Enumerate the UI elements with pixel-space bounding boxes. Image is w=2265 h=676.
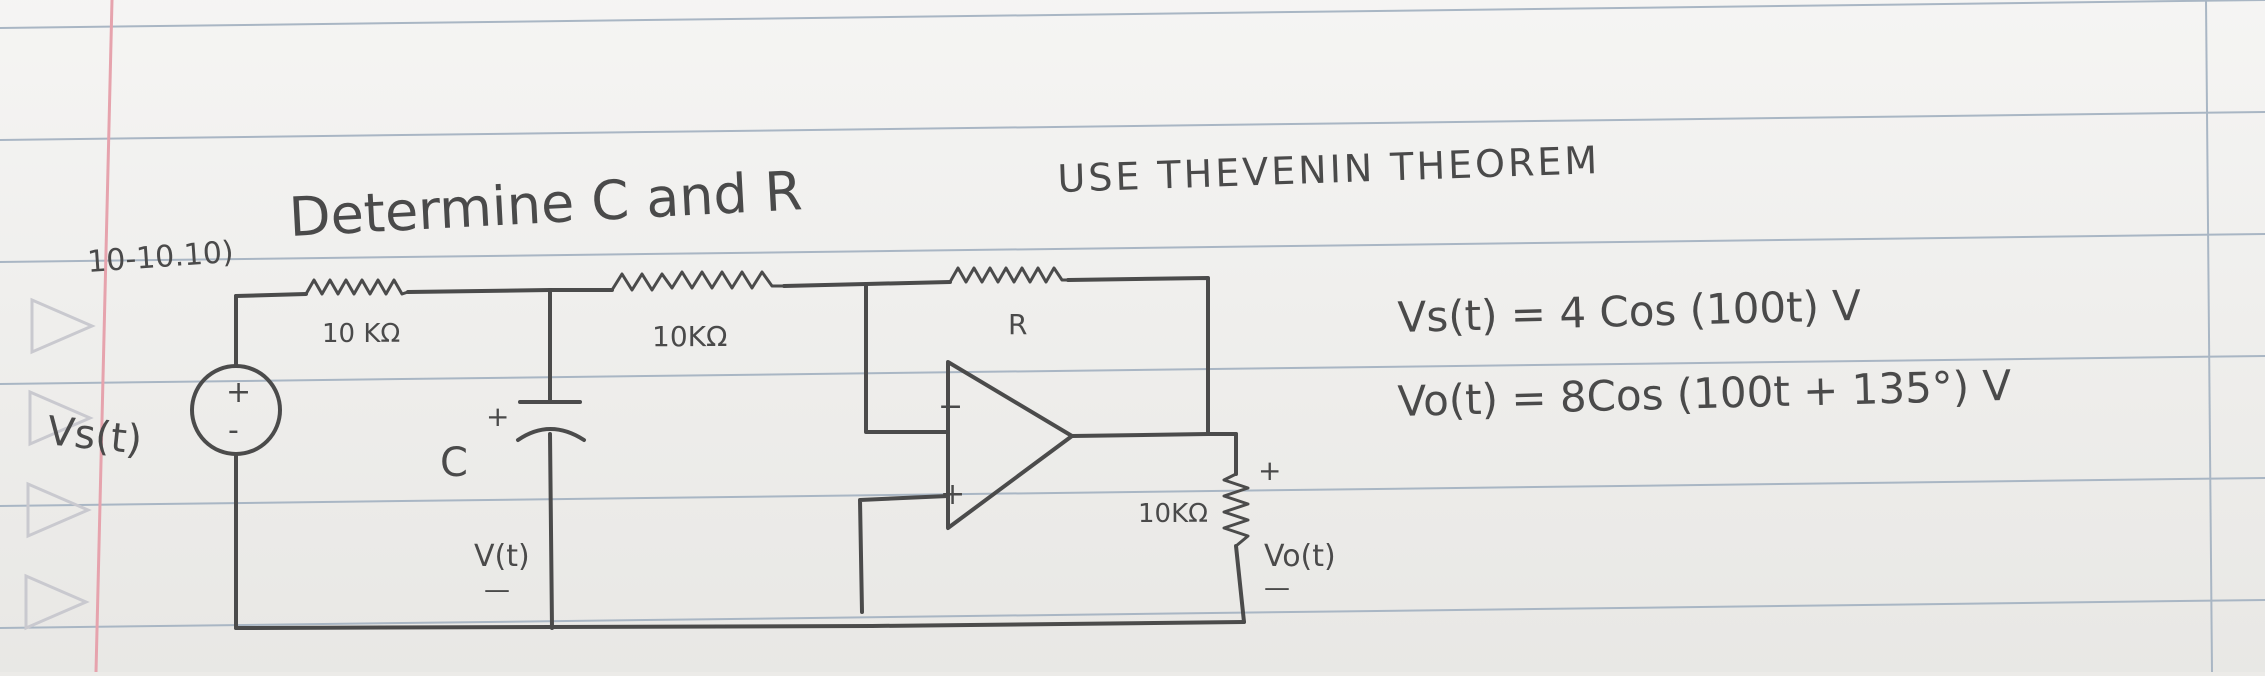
source-minus: - (228, 413, 239, 448)
output-plus: + (1258, 454, 1281, 487)
capacitor-voltage-minus: — (484, 575, 510, 605)
capacitor-voltage-label: V(t) (474, 539, 530, 574)
tab-arrow-icon (30, 297, 96, 355)
capacitor-plus: + (486, 400, 509, 433)
tab-arrow-icon (24, 573, 90, 631)
resistor-r2-icon (610, 270, 786, 292)
resistor-r1-icon (304, 278, 410, 296)
resistor-r2-label: 10KΩ (652, 320, 727, 353)
problem-number: 10-10.10) (86, 235, 235, 280)
capacitor-label: C (440, 440, 468, 486)
source-label: Vs(t) (45, 408, 144, 464)
output-voltage-label: Vo(t) (1264, 539, 1336, 574)
problem-method: USE THEVENIN THEOREM (1057, 138, 1601, 201)
binder-tab-icons (24, 297, 96, 631)
output-minus: — (1264, 573, 1290, 603)
resistor-load-label: 10KΩ (1138, 499, 1208, 529)
source-plus: + (226, 375, 251, 410)
tab-arrow-icon (28, 389, 94, 447)
voltage-source-icon (190, 364, 282, 456)
opamp-icon (946, 360, 1074, 530)
resistor-rf-icon (948, 266, 1070, 284)
opamp-plus-terminal: + (940, 477, 965, 512)
circuit-wires (234, 276, 1246, 630)
resistor-load-icon (1222, 472, 1250, 548)
margin-line (94, 0, 114, 673)
problem-prompt: Determine C and R (287, 159, 803, 249)
resistor-r1-label: 10 KΩ (322, 319, 400, 349)
capacitor-icon (516, 400, 586, 442)
tab-arrow-icon (26, 481, 92, 539)
opamp-minus-terminal: − (938, 389, 963, 424)
given-vs-equation: Vs(t) = 4 Cos (100t) V (1397, 281, 1862, 342)
given-vo-equation: Vo(t) = 8Cos (100t + 135°) V (1397, 361, 2012, 426)
resistor-rf-label: R (1008, 308, 1027, 341)
